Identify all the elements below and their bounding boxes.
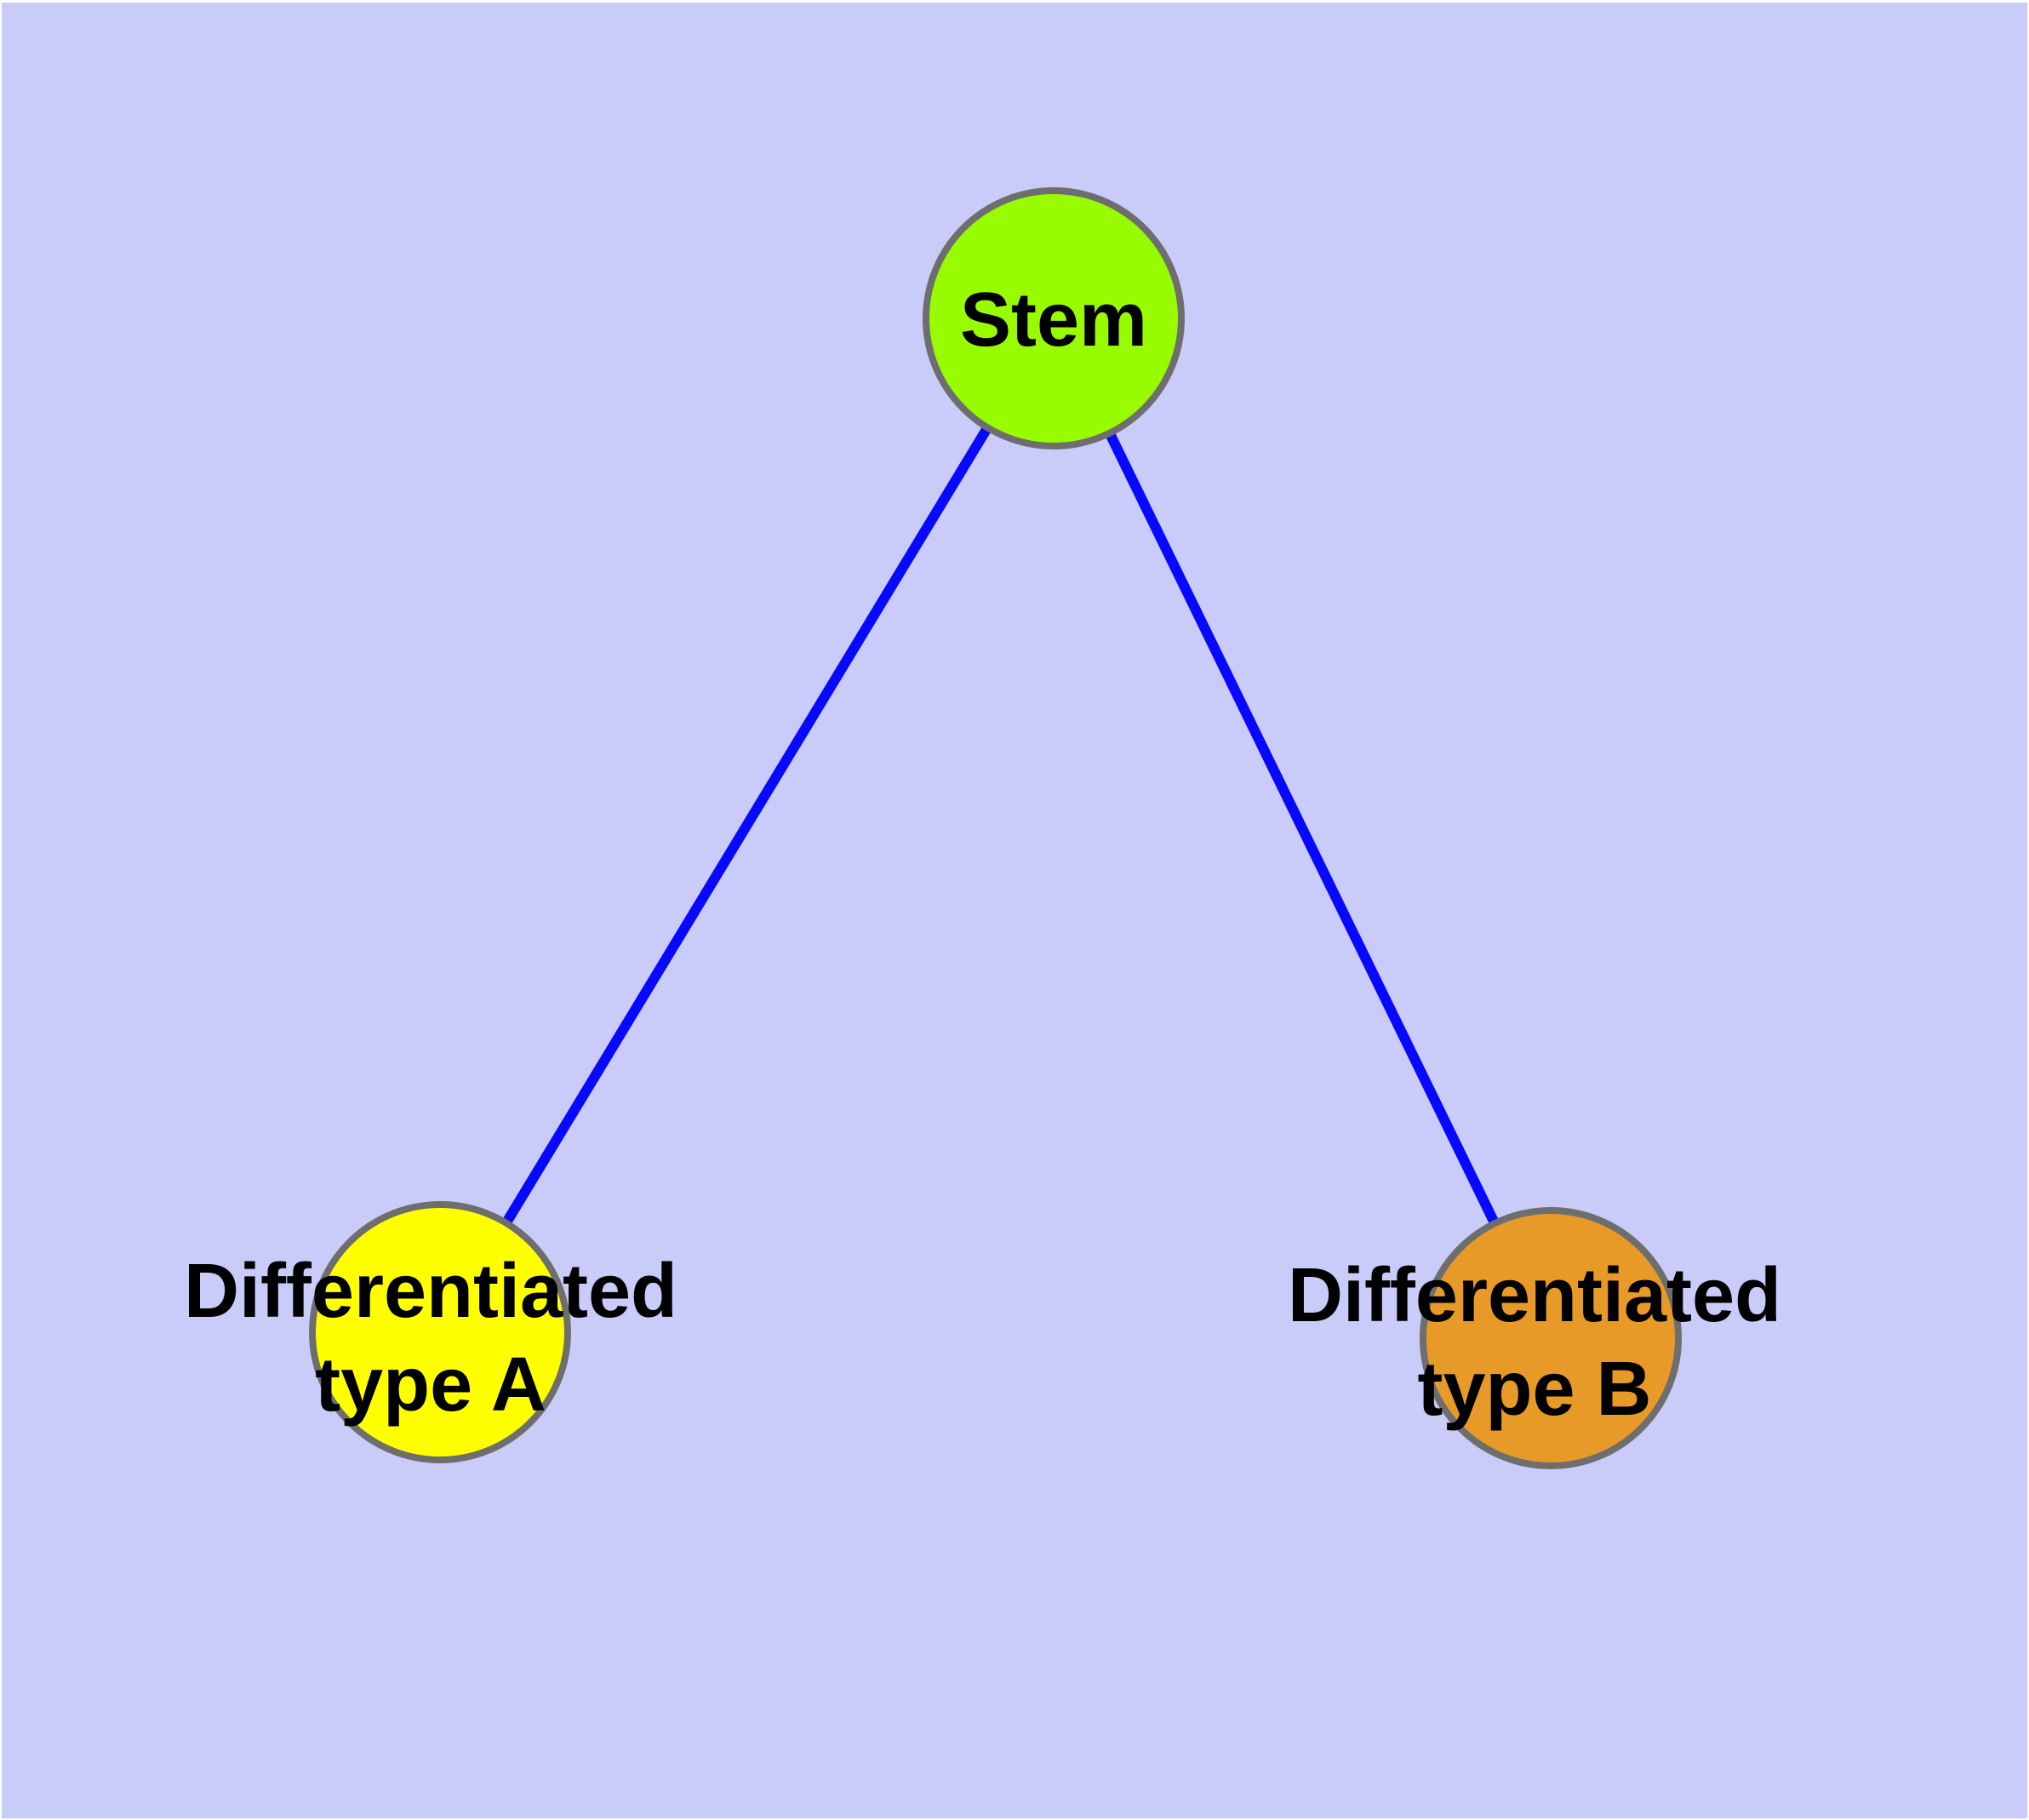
node-label-stem-line-0: Stem (960, 278, 1147, 363)
node-label-diff-b-line-0: Differentiated (1288, 1253, 1781, 1338)
node-label-diff-a-line-1: type A (315, 1342, 546, 1428)
node-label-diff-a-line-0: Differentiated (184, 1249, 677, 1334)
edge-stem-to-diff-b (1049, 316, 1556, 1341)
edge-layer (435, 315, 1556, 1341)
node-circle-diff-b (1420, 1207, 1682, 1469)
node-circle-diff-a (309, 1201, 571, 1463)
node-circle-stem (923, 187, 1185, 449)
node-layer (309, 187, 1682, 1469)
edge-stem-to-diff-a (435, 315, 1059, 1336)
node-label-diff-b-line-1: type B (1417, 1347, 1651, 1432)
